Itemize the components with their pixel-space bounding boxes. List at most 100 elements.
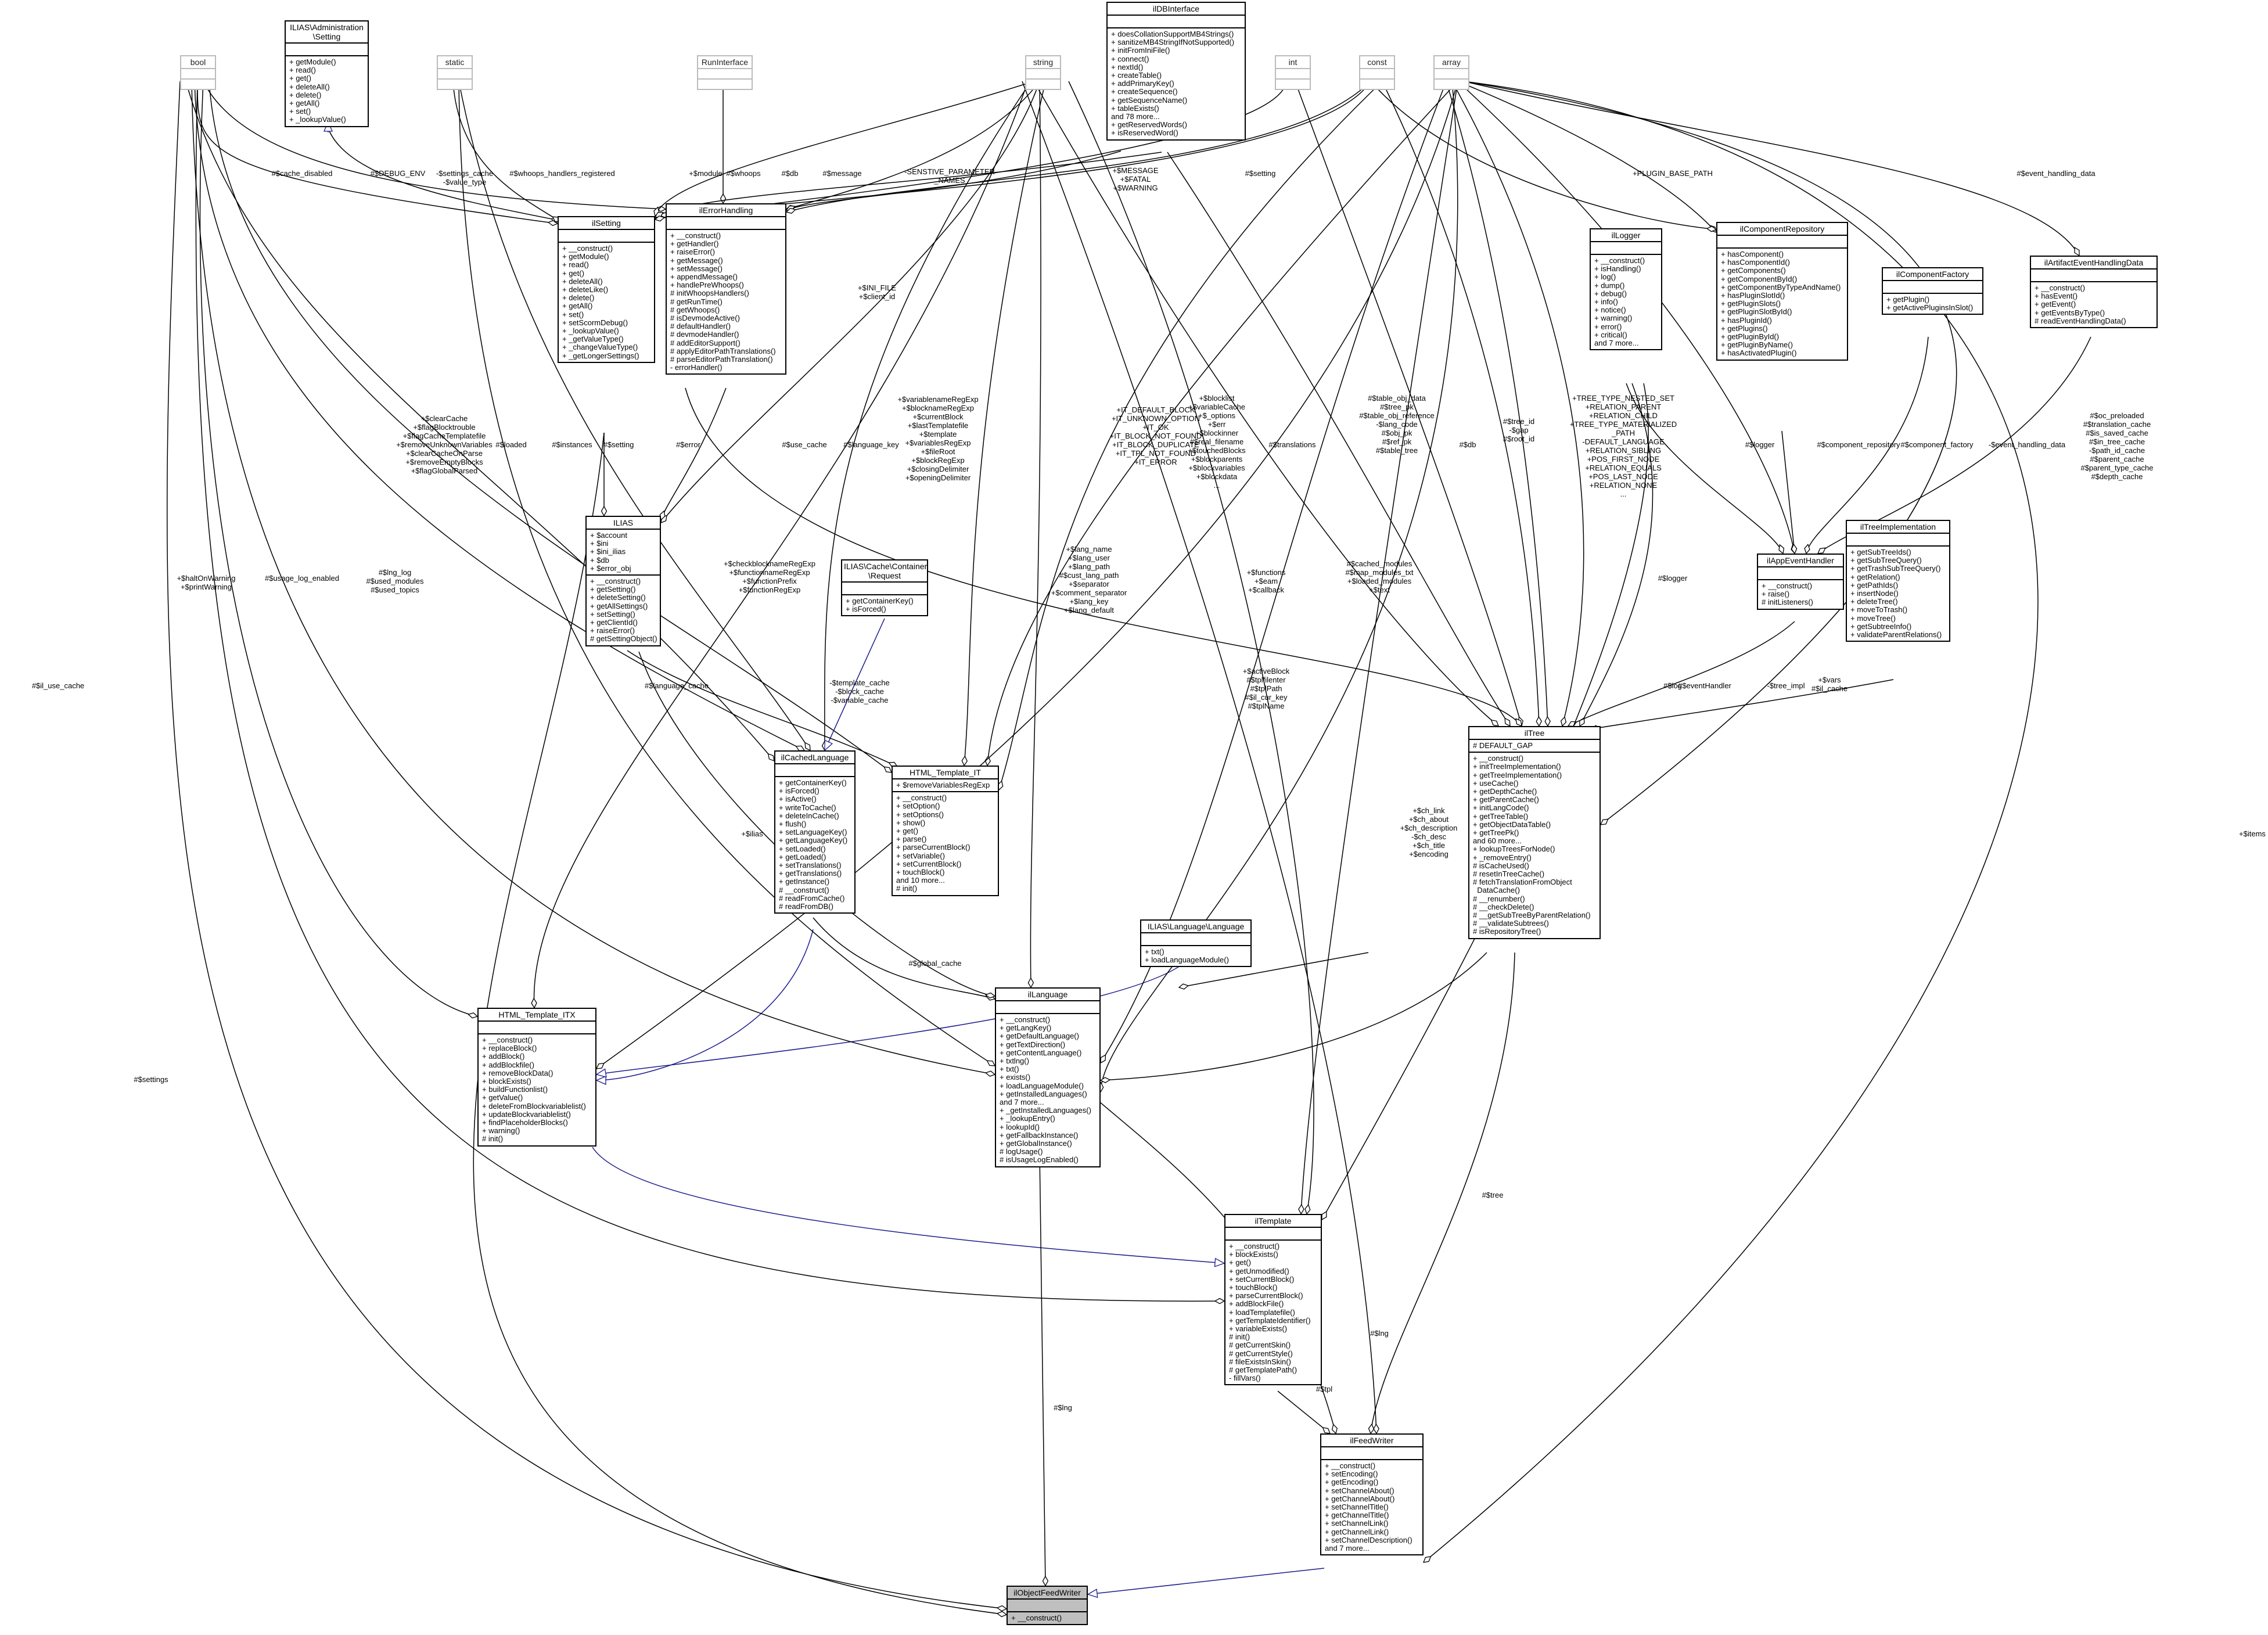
edge-static-ilsetting: [452, 81, 560, 222]
class-methods: + __construct() + blockExists() + get() …: [1225, 1239, 1321, 1384]
class-box-ilias-language-language[interactable]: ILIAS\Language\Language+ txt() + loadLan…: [1140, 919, 1252, 968]
class-name: ilTreeImplementation: [1860, 522, 1936, 531]
class-box-const[interactable]: const: [1359, 55, 1395, 90]
edge-label: #$eventHandler: [1678, 681, 1731, 690]
class-attributes: + $account + $ini + $ini_ilias + $db + $…: [587, 529, 660, 574]
edge-treeimpl-iltree: [1591, 679, 1894, 729]
edge-const-iltree: [1382, 81, 1539, 726]
class-attributes: [842, 581, 927, 594]
class-methods: [1276, 78, 1310, 89]
class-methods: + __construct() + replaceBlock() + addBl…: [479, 1033, 595, 1145]
class-name: ilFeedWriter: [1350, 1436, 1394, 1445]
edge-label: #$error: [676, 440, 701, 449]
class-box-ilartifacteventhandlingdata[interactable]: ilArtifactEventHandlingData+ __construct…: [2030, 256, 2158, 329]
edge-label: #$component_repository: [1817, 440, 1900, 449]
class-name: ILIAS\Administration \Setting: [290, 23, 364, 41]
class-box-array[interactable]: array: [1433, 55, 1469, 90]
class-name: ilSetting: [592, 218, 621, 228]
class-name: ilLanguage: [1027, 990, 1068, 999]
class-attributes: [1360, 68, 1394, 78]
class-box-iltreeimplementation[interactable]: ilTreeImplementation+ getSubTreeIds() + …: [1846, 520, 1950, 642]
class-attributes: [1435, 68, 1468, 78]
class-methods: + __construct() + setEncoding() + getEnc…: [1321, 1459, 1422, 1554]
class-box-html-template-itx[interactable]: HTML_Template_ITX + __construct() + repla…: [477, 1008, 596, 1147]
class-box-ilias-administration-setting[interactable]: ILIAS\Administration \Setting+ getModule…: [285, 20, 369, 127]
class-name: ilAppEventHandler: [1767, 556, 1834, 565]
class-box-iltree[interactable]: ilTree# DEFAULT_GAP+ __construct() + ini…: [1468, 726, 1601, 939]
class-methods: + __construct(): [1008, 1611, 1087, 1624]
class-box-illogger[interactable]: ilLogger+ __construct() + isHandling() +…: [1590, 228, 1662, 351]
edge-label: #$whoops_handlers_registered: [509, 169, 614, 178]
class-methods: [438, 78, 472, 89]
edge-static-illanguage: [458, 81, 995, 1066]
class-attributes: [1276, 68, 1310, 78]
edge-label: #$logger: [1745, 440, 1775, 449]
class-attributes: [286, 42, 368, 55]
edge-string-cachedlang: [825, 81, 1031, 750]
class-methods: [1360, 78, 1394, 89]
edge-bool-objectfeedwriter: [166, 81, 1007, 1609]
class-box-ilappeventhandler[interactable]: ilAppEventHandler+ __construct() + raise…: [1757, 554, 1844, 610]
edge-bool-templateit: [209, 81, 892, 772]
edge-itx-extends-language: [596, 929, 814, 1080]
edge-string-illanguage: [1030, 81, 1041, 987]
edge-string-templateit: [964, 81, 1046, 766]
class-name: ilTemplate: [1255, 1216, 1292, 1226]
class-attributes: [181, 68, 215, 78]
class-box-ilcachedlanguage[interactable]: ilCachedLanguage+ getContainerKey() + is…: [774, 750, 856, 914]
edge-illanguage-objectfeedwriter: [1039, 1152, 1045, 1586]
class-box-ilias[interactable]: ILIAS+ $account + $ini + $ini_ilias + $d…: [585, 516, 661, 646]
class-name: HTML_Template_ITX: [498, 1010, 576, 1019]
edge-label: -$settings_cache-$value_type: [436, 169, 493, 186]
class-attributes: [667, 216, 785, 229]
edge-array-iltemplate: [1301, 81, 1458, 1214]
class-box-ilsetting[interactable]: ilSetting+ __construct() + getModule() +…: [558, 216, 655, 363]
class-methods: + __construct() + getLangKey() + getDefa…: [996, 1013, 1099, 1166]
class-box-ilfeedwriter[interactable]: ilFeedWriter + __construct() + setEncodin…: [1320, 1433, 1424, 1556]
edge-ilias-templateit: [627, 650, 897, 767]
edge-array-illanguage-2: [1101, 81, 1458, 1092]
edge-ilias-iltree: [685, 387, 1522, 726]
edge-bool-errorhandling: [203, 81, 666, 209]
class-box-html-template-it[interactable]: HTML_Template_IT+ $removeVariablesRegExp…: [892, 766, 999, 896]
edge-cachedlang-implements: [824, 618, 885, 750]
class-box-string[interactable]: string: [1025, 55, 1061, 90]
class-box-int[interactable]: int: [1275, 55, 1311, 90]
edge-const-ilsetting: [655, 81, 1371, 220]
edge-string-iltemplate: [1068, 81, 1314, 1214]
class-box-ilcomponentrepository[interactable]: ilComponentRepository+ hasComponent() + …: [1716, 222, 1848, 361]
class-attributes: # DEFAULT_GAP: [1469, 739, 1600, 752]
class-box-bool[interactable]: bool: [180, 55, 216, 90]
class-methods: + getContainerKey() + isForced(): [842, 594, 927, 615]
edge-const-errorhandling: [786, 81, 1371, 212]
class-box-ilerrorhandling[interactable]: ilErrorHandling+ __construct() + getHand…: [666, 203, 786, 375]
edge-const-componentrepo: [1370, 81, 1716, 229]
class-attributes: [1008, 1598, 1087, 1611]
edge-ilsetting-objectfeedwriter: [473, 432, 1007, 1615]
edge-setting-iface: [325, 76, 560, 221]
edge-label: +$variablenameRegExp+$blocknameRegExp+$c…: [897, 395, 978, 482]
class-name: ilTree: [1524, 728, 1545, 738]
class-attributes: [1883, 280, 1982, 293]
class-box-illanguage[interactable]: ilLanguage + __construct() + getLangKey()…: [995, 987, 1101, 1167]
class-box-ilobjectfeedwriter[interactable]: ilObjectFeedWriter+ __construct(): [1007, 1586, 1088, 1626]
class-box-ilias-cache-container-request[interactable]: ILIAS\Cache\Container \Request+ getConta…: [841, 559, 928, 617]
class-attributes: [1225, 1227, 1321, 1239]
class-box-ilcomponentfactory[interactable]: ilComponentFactory+ getPlugin() + getAct…: [1882, 267, 1983, 315]
class-attributes: [438, 68, 472, 78]
class-box-static[interactable]: static: [437, 55, 473, 90]
class-box-runinterface[interactable]: RunInterface: [697, 55, 753, 90]
edge-label: #$tree: [1482, 1191, 1504, 1199]
edge-array-iltree-2: [1451, 81, 1584, 726]
class-methods: + __construct() + setOption() + setOptio…: [893, 791, 998, 894]
class-name: ilLogger: [1611, 231, 1641, 240]
class-box-ildbinterface[interactable]: ilDBInterface + doesCollationSupportMB4St…: [1106, 2, 1246, 141]
class-methods: + doesCollationSupportMB4Strings() + san…: [1108, 27, 1245, 139]
edge-label: #$translations: [1269, 440, 1316, 449]
edge-array-templateit: [987, 81, 1458, 766]
class-box-iltemplate[interactable]: ilTemplate + __construct() + blockExists(…: [1224, 1214, 1322, 1386]
edge-factory-appevent: [1806, 336, 1929, 554]
edge-iltree-illanguage-2: [1101, 952, 1487, 1080]
class-name: ilDBInterface: [1152, 4, 1200, 13]
class-methods: [1026, 78, 1060, 89]
